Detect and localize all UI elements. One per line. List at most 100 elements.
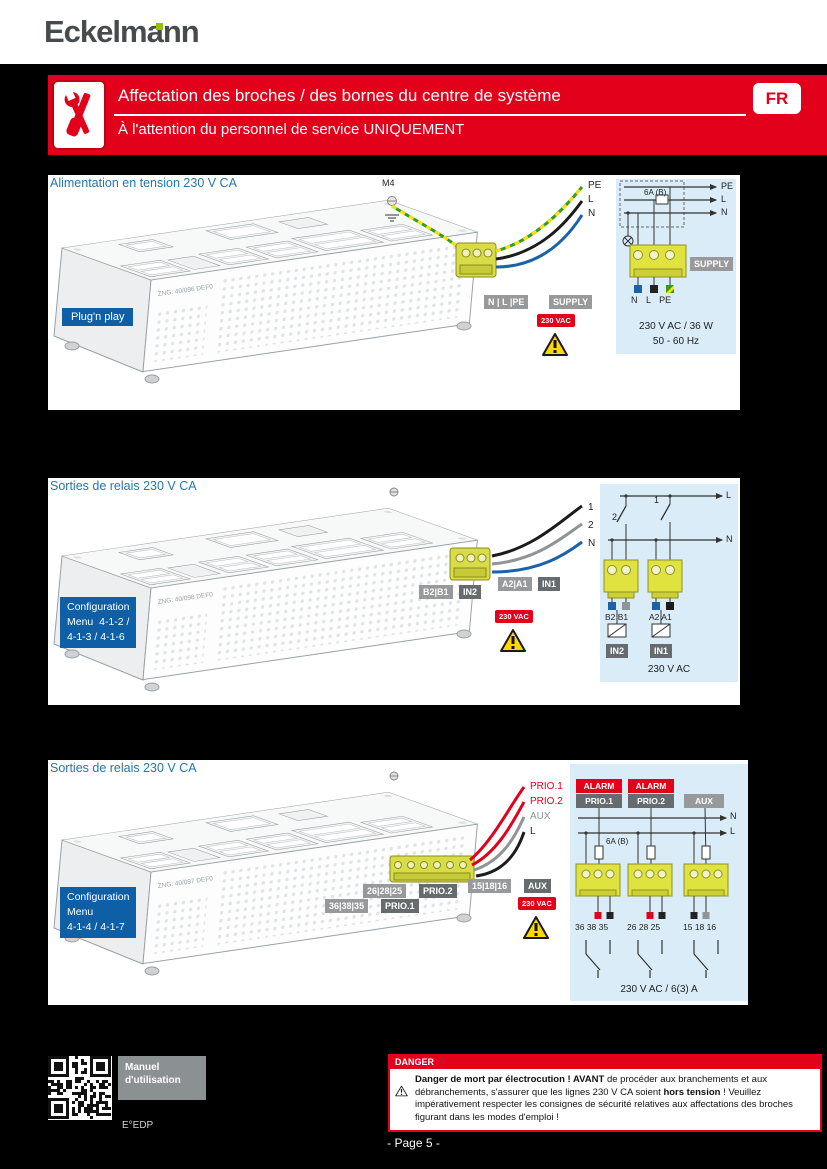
language-badge: FR [753, 83, 801, 114]
wire-label-n: N [588, 538, 596, 549]
terminal-labels: N L PE [631, 295, 672, 305]
banner-subtitle: À l'attention du personnel de service UN… [118, 121, 465, 138]
wire-label-aux: AUX [530, 811, 551, 822]
wiring-diagram-graphics [619, 180, 718, 293]
danger-body: Danger de mort par électrocution ! AVANT… [390, 1069, 820, 1130]
wire-label-1: 1 [588, 502, 594, 513]
terminal-numbers-1: 36 38 35 [575, 922, 609, 932]
m4-label: M4 [382, 178, 395, 188]
config-line: Configuration [67, 601, 130, 613]
section-relay-outputs-1: ZNG: 40/098 DEF0 Sorties de relais 230 V… [48, 478, 740, 705]
connector-badge-prio1: PRIO.1 [381, 899, 419, 913]
device-illustration: ZNG: 40/098 DEF0 [53, 487, 583, 692]
brand-logo: Eckelmann [44, 14, 200, 49]
banner-divider [114, 114, 746, 116]
connector-badge-aux: AUX [524, 879, 552, 893]
terminal-pair-b: B2 B1 [605, 612, 629, 622]
connector-badge-b2b1: B2|B1 [419, 585, 453, 599]
connector-badge-prio2: PRIO.2 [419, 884, 457, 898]
config-line: 4-1-4 / 4-1-7 [67, 921, 125, 933]
config-menu-badge: Configuration Menu 4-1-2 / 4-1-3 / 4-1-6 [60, 597, 137, 648]
section-relay-outputs-2: ZNG: 40/097 DEF0 Sorties de relais 230 V… [48, 760, 748, 1005]
danger-text-part2: ! Veuillez impérativement respecter les … [415, 1086, 793, 1123]
section-title: Sorties de relais 230 V CA [50, 761, 197, 775]
vac-warning-badge: 230 VAC [518, 897, 556, 910]
config-line: Menu 4-1-2 / [67, 616, 130, 628]
connector-badge-in1: IN1 [538, 577, 561, 591]
wire-label-n: N [588, 208, 596, 219]
diagram-supply-badge: SUPPLY [690, 257, 734, 271]
connector-badge-a2a1: A2|A1 [498, 577, 532, 591]
wire-label-prio1: PRIO.1 [530, 781, 563, 792]
rating-line: 230 V AC [647, 664, 691, 675]
diagram-label-pe: PE [721, 181, 734, 191]
edp-label: E°EDP [122, 1120, 154, 1131]
rating-line: 230 V AC / 6(3) A [620, 984, 698, 995]
section-title: Sorties de relais 230 V CA [50, 479, 197, 493]
header-bar: Eckelmann [0, 0, 827, 64]
rating-line1: 230 V AC / 36 W [639, 321, 713, 332]
banner-title: Affectation des broches / des bornes du … [118, 86, 561, 105]
danger-text: Danger de mort par électrocution ! AVANT… [415, 1074, 814, 1124]
config-line: 4-1-3 / 4-1-6 [67, 631, 125, 643]
terminal-numbers-2: 26 28 25 [627, 922, 661, 932]
title-banner: Affectation des broches / des bornes du … [48, 75, 827, 155]
supply-badge: SUPPLY [549, 295, 593, 309]
diagram-label-l: L [721, 194, 727, 204]
diagram-badge-prio2: PRIO.2 [628, 794, 674, 808]
diagram-badge-in2: IN2 [606, 644, 629, 658]
diagram-label-l: L [730, 826, 736, 836]
danger-header: DANGER [390, 1056, 820, 1069]
danger-text-bold2: hors tension [663, 1086, 721, 1098]
danger-text-part1: de procéder aux branchements et aux débr… [415, 1074, 767, 1098]
danger-text-bold1: Danger de mort par électrocution ! AVANT [415, 1074, 605, 1085]
brand-logo-accent [156, 23, 163, 30]
diagram-badge-in1: IN1 [650, 644, 673, 658]
fuse-label: 6A (B) [644, 188, 667, 197]
danger-triangle-icon [395, 1085, 408, 1097]
config-menu-badge: Configuration Menu 4-1-4 / 4-1-7 [60, 887, 137, 938]
diagram-label-n: N [721, 207, 728, 217]
tools-icon [64, 89, 91, 137]
vac-warning-badge: 230 VAC [495, 610, 533, 623]
rating-line2: 50 - 60 Hz [652, 336, 700, 347]
manual-badge: Manuel d'utilisation [118, 1056, 206, 1100]
wire-label-prio2: PRIO.2 [530, 796, 563, 807]
connector-badge-in2: IN2 [459, 585, 482, 599]
service-icon-box [52, 80, 106, 150]
wiring-diagram-graphics [603, 493, 724, 638]
wiring-diagram-graphics [575, 806, 729, 978]
diagram-badge-aux: AUX [684, 794, 724, 808]
section-title: Alimentation en tension 230 V CA [50, 176, 237, 190]
device-illustration: ZNG: 40/096 DEF0 [53, 186, 584, 384]
wire-label-pe: PE [588, 180, 602, 191]
wire-label-2: 2 [588, 520, 594, 531]
contact-label-2: 2 [612, 512, 618, 522]
wiring-diagram-supply: PE L N 6A (B) SUPPLY N L PE 230 V AC / 3… [616, 179, 736, 354]
diagram-badge-alarm2: ALARM [628, 779, 674, 793]
danger-box: DANGER Danger de mort par électrocution … [388, 1054, 822, 1133]
wiring-diagram-relays-2: ALARM PRIO.1 ALARM PRIO.2 AUX N L 6A (B)… [570, 764, 748, 1001]
diagram-label-n: N [726, 534, 733, 544]
terminal-numbers-3: 15 18 16 [683, 922, 717, 932]
qr-code-graphic [48, 1056, 111, 1119]
device-illustration: ZNG: 40/097 DEF0 [53, 771, 526, 976]
wire-label-l: L [530, 826, 536, 837]
plug-n-play-badge: Plug'n play [62, 308, 134, 326]
connector-badge-nlpe: N | L |PE [484, 295, 529, 309]
wiring-diagram-relays-1: L N 1 2 B2 B1 A2 A1 IN2 IN1 230 V AC [600, 484, 738, 682]
connector-badge-363835: 36|38|35 [325, 899, 369, 913]
connector-badge-151816: 15|18|16 [468, 879, 512, 893]
diagram-label-l: L [726, 490, 732, 500]
diagram-badge-alarm1: ALARM [576, 779, 622, 793]
section-power-supply: ZNG: 40/096 DEF0 Alimentation en tension… [48, 175, 740, 410]
diagram-label-n: N [730, 811, 737, 821]
warning-triangle-icon [542, 333, 568, 356]
qr-code [48, 1056, 112, 1120]
wire-label-l: L [588, 194, 594, 205]
config-line: Configuration [67, 891, 130, 903]
page-number: - Page 5 - [387, 1136, 440, 1150]
warning-triangle-icon [523, 916, 549, 939]
diagram-badge-prio1: PRIO.1 [576, 794, 622, 808]
